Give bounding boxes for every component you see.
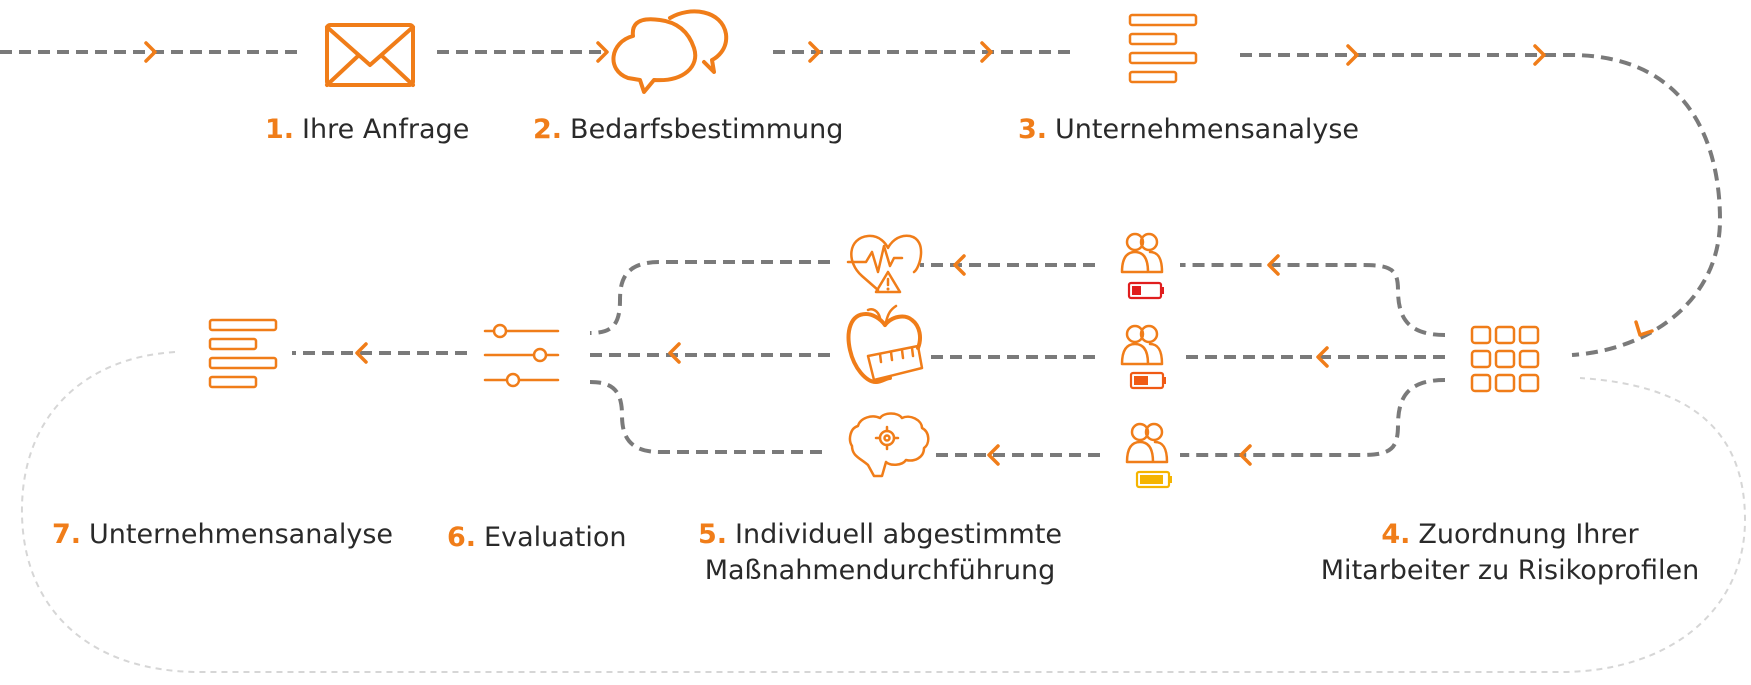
step-1-label: 1.Ihre Anfrage (265, 112, 469, 148)
chevron-right-icon (808, 41, 821, 63)
envelope-icon (325, 23, 415, 87)
step-number: 6. (447, 522, 477, 553)
step-5-label: 5. Individuell abgestimmte Maßnahmendurch… (690, 517, 1070, 589)
step-text-line2: Mitarbeiter zu Risikoprofilen (1320, 555, 1700, 586)
connector-grid-top (1180, 263, 1446, 337)
chevron-left-icon (668, 342, 681, 364)
sliders-icon (483, 323, 560, 388)
step-4-label: 4.Zuordnung Ihrer Mitarbeiter zu Risikop… (1310, 517, 1710, 589)
return-loop (20, 351, 1747, 673)
step-3-label: 3.Unternehmensanalyse (1018, 112, 1359, 148)
step-text: Unternehmensanalyse (89, 519, 394, 550)
chevron-right-icon (1346, 44, 1359, 66)
chevron-right-icon (596, 41, 609, 63)
step-number: 3. (1018, 114, 1048, 145)
chevron-right-icon (1533, 44, 1546, 66)
step-6-label: 6.Evaluation (447, 520, 627, 556)
battery-icon (1135, 470, 1172, 489)
brain-gear-icon (848, 412, 930, 478)
step-number: 1. (265, 114, 295, 145)
people-icon (1120, 232, 1164, 274)
chevron-left-icon (355, 342, 368, 364)
step-number: 5. (697, 519, 727, 550)
step-text-line1: Zuordnung Ihrer (1418, 519, 1639, 550)
grid-icon (1470, 325, 1540, 393)
chevron-left-icon (987, 444, 1000, 466)
step-text-line1: Individuell abgestimmte (735, 519, 1063, 550)
connector-heart-sliders (589, 260, 830, 335)
step-text: Bedarfsbestimmung (570, 114, 844, 145)
step-number: 7. (52, 519, 82, 550)
chevron-left-icon (953, 254, 966, 276)
battery-icon (1129, 371, 1166, 390)
document-lines-icon (208, 318, 278, 389)
battery-icon (1127, 281, 1164, 300)
chat-bubbles-icon (611, 9, 729, 94)
chevron-down-left-icon (1634, 320, 1654, 337)
chevron-left-icon (1267, 254, 1280, 276)
heart-warning-icon (846, 234, 923, 294)
connector-grid-bottom (1180, 378, 1446, 457)
connector-3-4 (1240, 53, 1723, 357)
step-text: Evaluation (484, 522, 627, 553)
chevron-right-icon (144, 41, 157, 63)
document-lines-icon (1128, 13, 1198, 84)
chevron-right-icon (980, 41, 993, 63)
chevron-left-icon (1239, 444, 1252, 466)
step-text: Unternehmensanalyse (1055, 114, 1360, 145)
apple-measure-icon (846, 304, 924, 384)
people-icon (1125, 422, 1169, 464)
step-text: Ihre Anfrage (302, 114, 470, 145)
step-number: 4. (1381, 519, 1411, 550)
people-icon (1120, 324, 1164, 366)
step-text-line2: Maßnahmendurchführung (704, 555, 1056, 586)
step-number: 2. (533, 114, 563, 145)
chevron-left-icon (1316, 346, 1329, 368)
step-7-label: 7.Unternehmensanalyse (52, 517, 393, 553)
step-2-label: 2.Bedarfsbestimmung (533, 112, 843, 148)
connector-brain-sliders (589, 380, 822, 454)
